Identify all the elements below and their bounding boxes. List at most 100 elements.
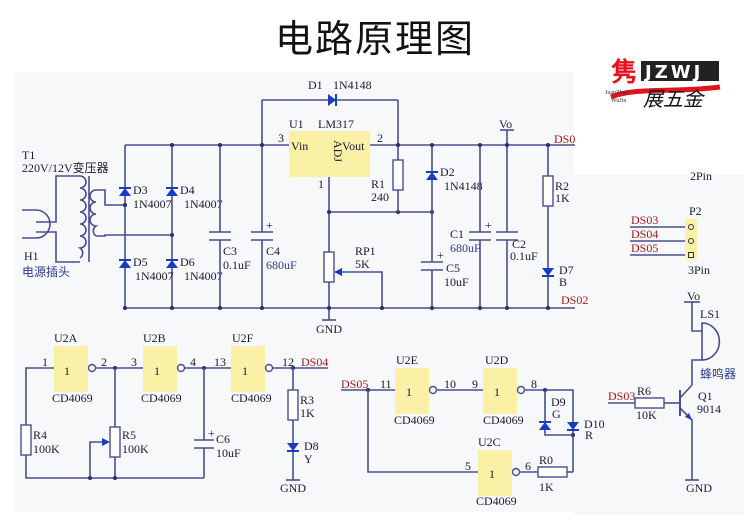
label-u1: U1 <box>289 117 304 131</box>
label-u2b: U2B <box>143 331 166 345</box>
label-d6-part: 1N4007 <box>184 269 223 283</box>
resistor-r2 <box>542 175 554 207</box>
label-pin3: 3 <box>278 131 284 145</box>
net-label-ds05-flasher: DS05 <box>341 377 368 391</box>
label-c2-val: 0.1uF <box>510 249 538 263</box>
label-vout: Vout <box>342 139 365 153</box>
label-u2d: U2D <box>485 353 509 367</box>
label-u2d-part: CD4069 <box>483 413 524 427</box>
gate-u2f <box>231 346 265 392</box>
label-c5: C5 <box>446 261 460 275</box>
label-c6: C6 <box>216 432 230 446</box>
label-vin: Vin <box>291 139 308 153</box>
label-u2f-part: CD4069 <box>231 391 272 405</box>
label-vo-buzzer: Vo <box>687 289 700 303</box>
net-label-ds05: DS05 <box>631 241 658 255</box>
label-r6: R6 <box>637 384 651 398</box>
label-r3: R3 <box>300 393 314 407</box>
label-d8-val: Y <box>304 452 313 466</box>
label-pin1: 1 <box>318 177 324 191</box>
label-pin11: 11 <box>380 377 392 391</box>
logo-brand: JZWJ <box>643 62 703 83</box>
label-r3-val: 1K <box>300 406 315 420</box>
gate-u2d <box>483 368 517 414</box>
label-gnd-osc: GND <box>280 481 306 495</box>
label-r6-val: 10K <box>636 408 657 422</box>
buzzer-ls1-icon <box>701 322 721 361</box>
svg-text:+: + <box>208 426 215 440</box>
label-r1: R1 <box>371 177 385 191</box>
buzzer-section: Vo LS1 蜂鸣器 DS03 R6 10K Q1 9014 GND <box>608 289 736 495</box>
led-d10-icon <box>567 422 579 430</box>
label-adj: ADJ <box>331 140 345 162</box>
label-c4-val: 680uF <box>266 258 297 272</box>
resistor-r1 <box>392 159 404 191</box>
label-d10-val: R <box>585 428 593 442</box>
gate-u2b <box>143 346 177 392</box>
label-pin8: 8 <box>531 377 537 391</box>
label-u2c-part: CD4069 <box>476 494 517 508</box>
label-pin9: 9 <box>472 377 478 391</box>
label-u2a-part: CD4069 <box>52 391 93 405</box>
label-gnd-buzzer: GND <box>686 481 712 495</box>
label-pin13: 13 <box>214 355 226 369</box>
label-gnd-power: GND <box>316 322 342 336</box>
resistor-r4 <box>20 424 32 456</box>
gate-symbol: 1 <box>64 364 70 378</box>
label-q1: Q1 <box>698 389 713 403</box>
label-p2: P2 <box>689 204 702 218</box>
label-r5: R5 <box>122 428 136 442</box>
label-d7: D7 <box>559 263 574 277</box>
label-q1-val: 9014 <box>697 402 721 416</box>
potentiometer-r5 <box>109 426 121 458</box>
label-r1-val: 240 <box>371 190 389 204</box>
label-r0: R0 <box>539 453 553 467</box>
logo-mark: 隽 <box>611 57 637 88</box>
label-rp1: RP1 <box>355 244 376 258</box>
label-pin2: 2 <box>101 355 107 369</box>
flasher-section: 1 1 1 U2E CD4069 11 10 U2D CD4069 9 8 U2… <box>341 353 605 508</box>
label-d4: D4 <box>180 183 195 197</box>
svg-text:+: + <box>485 218 492 232</box>
label-c1-val: 680uF <box>450 241 481 255</box>
label-h1-desc: 电源插头 <box>22 265 70 279</box>
label-u1-part: LM317 <box>318 117 354 131</box>
chip-u1-lm317 <box>289 131 370 177</box>
label-u2b-part: CD4069 <box>141 391 182 405</box>
label-t1: T1 <box>22 148 35 162</box>
logo-sub2: WuJin <box>611 98 626 104</box>
label-r2-val: 1K <box>555 191 570 205</box>
label-pin10: 10 <box>444 377 456 391</box>
gate-u2e <box>395 368 429 414</box>
transformer-secondary-icon <box>89 189 99 237</box>
label-pin1: 1 <box>42 355 48 369</box>
label-t1-desc: 220V/12V变压器 <box>22 160 109 175</box>
label-r5-val: 100K <box>122 442 149 456</box>
label-d5-part: 1N4007 <box>135 269 174 283</box>
gate-symbol: 1 <box>494 385 500 399</box>
gate-symbol: 1 <box>406 385 412 399</box>
diode-d5-icon <box>119 260 131 268</box>
resistor-r0 <box>537 466 568 478</box>
label-pin4: 4 <box>190 355 196 369</box>
label-d4-part: 1N4007 <box>184 197 223 211</box>
logo-slogan: 展五金 <box>643 87 706 109</box>
label-r2: R2 <box>555 179 569 193</box>
plug-h1-icon <box>22 209 51 239</box>
label-u2a: U2A <box>54 331 78 345</box>
resistor-r3 <box>287 389 299 421</box>
label-d1: D1 <box>308 78 323 92</box>
label-c2: C2 <box>512 237 526 251</box>
label-d2: D2 <box>440 165 455 179</box>
label-u2c: U2C <box>478 435 501 449</box>
label-pin6: 6 <box>525 459 531 473</box>
svg-text:+: + <box>266 218 273 232</box>
label-d9: D9 <box>551 395 566 409</box>
net-label-ds04-osc: DS04 <box>301 355 328 369</box>
diode-d3-icon <box>119 188 131 196</box>
potentiometer-rp1 <box>323 251 335 283</box>
label-d3: D3 <box>133 183 148 197</box>
net-label-ds03: DS03 <box>631 213 658 227</box>
net-label-ds04: DS04 <box>631 227 658 241</box>
